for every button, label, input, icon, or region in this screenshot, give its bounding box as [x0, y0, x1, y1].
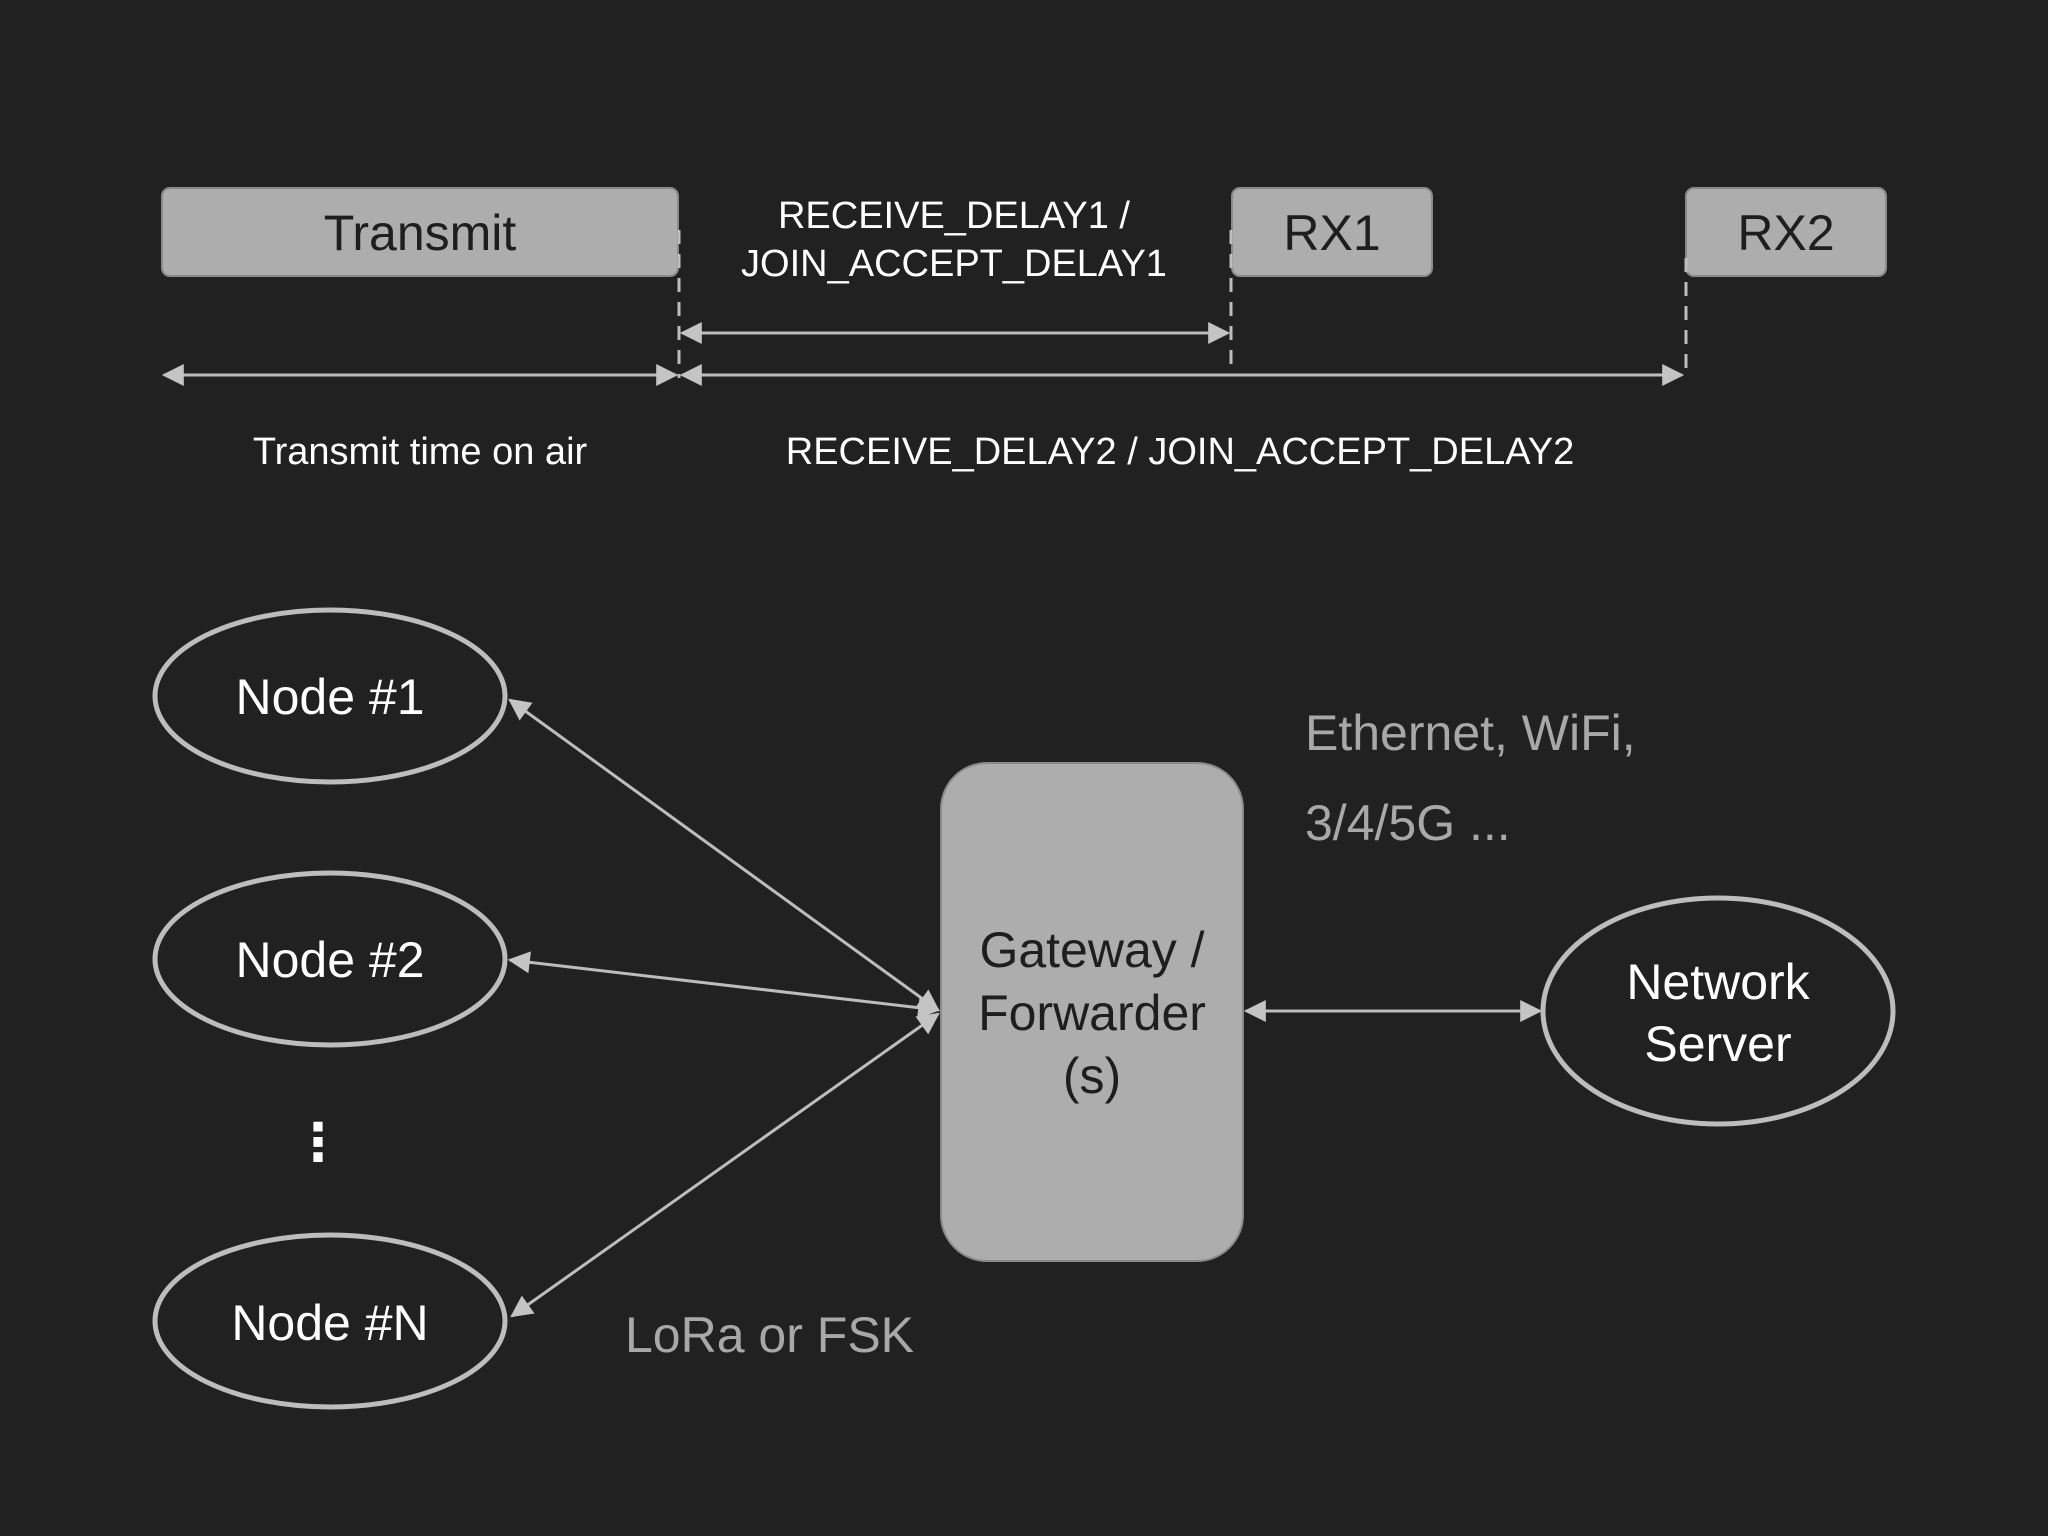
backhaul-label-line1: Ethernet, WiFi, [1305, 705, 1636, 761]
server-label-line2: Server [1644, 1016, 1791, 1072]
gateway-label-line3: (s) [1063, 1048, 1121, 1104]
rx2-window: RX2 [1685, 187, 1887, 277]
server-label-line1: Network [1626, 954, 1810, 1010]
timing-diagram: Transmit RX1 RX2 RECEIVE_DELAY1 / JOIN_A… [161, 187, 1887, 473]
delay1-label-line1: RECEIVE_DELAY1 / [778, 195, 1130, 237]
rx1-window: RX1 [1231, 187, 1433, 277]
gateway-forwarder: Gateway / Forwarder (s) [940, 762, 1244, 1262]
rx1-label: RX1 [1283, 205, 1380, 261]
time-on-air-label: Transmit time on air [253, 431, 588, 473]
backhaul-label-line2: 3/4/5G ... [1305, 795, 1511, 851]
network-server: Network Server [1540, 895, 1896, 1127]
transmit-label: Transmit [324, 205, 517, 261]
more-nodes-ellipsis: ⋮ [292, 1114, 344, 1172]
node-n-label: Node #N [231, 1295, 428, 1351]
gateway-label-line2: Forwarder [978, 985, 1206, 1041]
node-1-label: Node #1 [235, 669, 424, 725]
link-node1-gateway [508, 698, 940, 1012]
node-2-label: Node #2 [235, 932, 424, 988]
network-diagram: Node #1 Node #2 ⋮ Node #N Gateway / Forw… [152, 607, 1896, 1410]
node-2: Node #2 [152, 870, 508, 1048]
rx2-label: RX2 [1737, 205, 1834, 261]
link-node2-gateway [507, 951, 941, 1019]
delay1-label-line2: JOIN_ACCEPT_DELAY1 [741, 243, 1167, 285]
gateway-label-line1: Gateway / [979, 922, 1204, 978]
transmit-window: Transmit [161, 187, 679, 277]
node-n: Node #N [152, 1232, 508, 1410]
delay2-label: RECEIVE_DELAY2 / JOIN_ACCEPT_DELAY2 [786, 431, 1574, 473]
link-noden-gateway [510, 1012, 940, 1318]
radio-label: LoRa or FSK [625, 1307, 914, 1363]
node-1: Node #1 [152, 607, 508, 785]
